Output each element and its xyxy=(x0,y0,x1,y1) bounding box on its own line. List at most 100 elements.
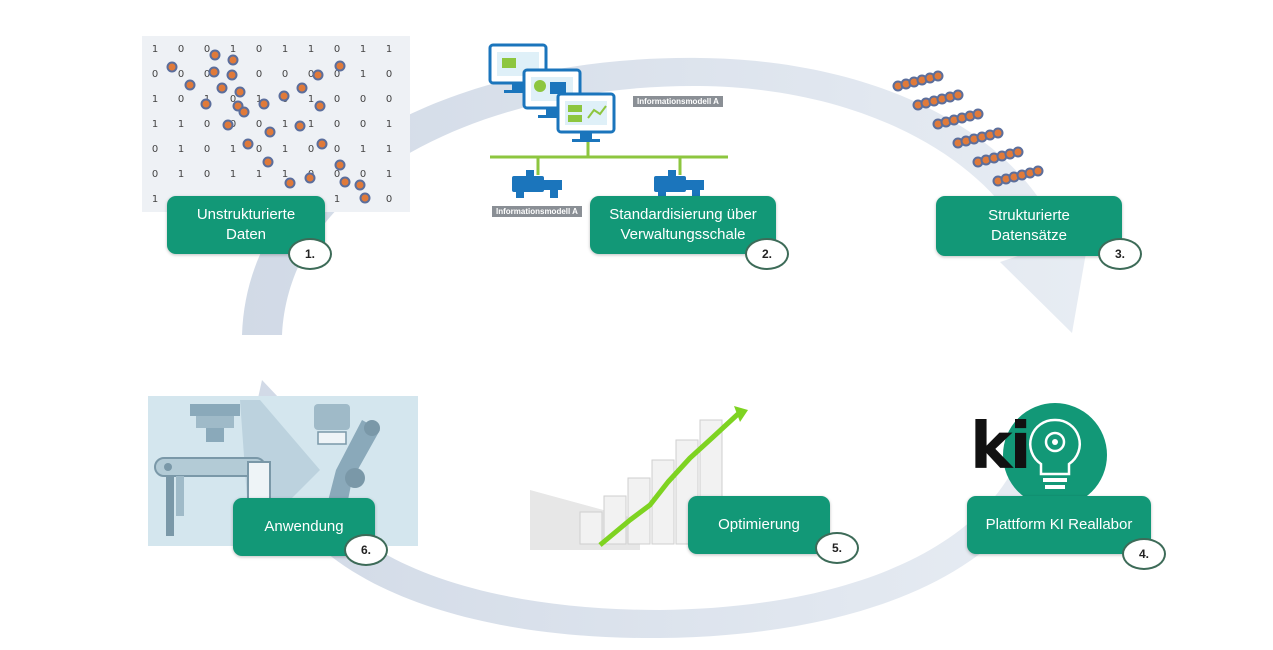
step-label: Strukturierte Datensätze xyxy=(988,207,1070,244)
binary-digit: 1 xyxy=(308,44,314,55)
step-number-badge: 5. xyxy=(815,532,859,564)
data-dot xyxy=(354,179,366,191)
binary-digit: 0 xyxy=(230,94,236,105)
data-dot xyxy=(222,119,234,131)
binary-digit: 1 xyxy=(360,44,366,55)
binary-digit: 0 xyxy=(178,44,184,55)
binary-digit: 1 xyxy=(152,119,158,130)
step-number-badge: 3. xyxy=(1098,238,1142,270)
data-dot xyxy=(339,176,351,188)
data-dot xyxy=(972,108,984,120)
data-dot xyxy=(184,79,196,91)
data-dot xyxy=(334,60,346,72)
data-dot xyxy=(216,82,228,94)
data-dot xyxy=(262,156,274,168)
binary-digit: 0 xyxy=(282,69,288,80)
binary-digit: 0 xyxy=(152,69,158,80)
data-dot xyxy=(227,54,239,66)
data-dot xyxy=(209,49,221,61)
step-number-badge: 2. xyxy=(745,238,789,270)
binary-digit: 0 xyxy=(334,169,340,180)
data-dot xyxy=(294,120,306,132)
data-dot xyxy=(226,69,238,81)
binary-digit: 1 xyxy=(386,44,392,55)
binary-digit: 0 xyxy=(204,144,210,155)
binary-digit: 0 xyxy=(334,44,340,55)
binary-digit: 0 xyxy=(334,69,340,80)
binary-digit: 0 xyxy=(204,44,210,55)
step-number-badge: 1. xyxy=(288,238,332,270)
data-dot xyxy=(1012,146,1024,158)
network-lines xyxy=(490,142,728,175)
step-label: Standardisierung über Verwaltungsschale xyxy=(609,206,757,243)
data-dot xyxy=(234,86,246,98)
data-dot xyxy=(992,127,1004,139)
binary-digit: 1 xyxy=(178,169,184,180)
top-cycle-arrow xyxy=(242,57,1090,335)
binary-digit: 0 xyxy=(152,144,158,155)
binary-digit: 0 xyxy=(386,69,392,80)
binary-digit: 0 xyxy=(386,94,392,105)
binary-digit: 0 xyxy=(178,94,184,105)
binary-digit: 0 xyxy=(308,144,314,155)
binary-digit: 1 xyxy=(178,144,184,155)
data-dots-structured xyxy=(892,70,1044,187)
step-number-badge: 4. xyxy=(1122,538,1166,570)
step-label: Plattform KI Reallabor xyxy=(985,516,1133,533)
binary-digit: 0 xyxy=(334,119,340,130)
data-dot xyxy=(284,177,296,189)
binary-digit: 1 xyxy=(230,144,236,155)
data-dot xyxy=(1032,165,1044,177)
binary-digit: 1 xyxy=(282,144,288,155)
lightbulb-gear-icon xyxy=(1003,403,1107,507)
data-dot xyxy=(314,100,326,112)
binary-digit: 1 xyxy=(334,194,340,205)
binary-digit: 1 xyxy=(360,69,366,80)
binary-digit: 1 xyxy=(308,94,314,105)
binary-digit: 0 xyxy=(256,119,262,130)
binary-digit: 0 xyxy=(334,94,340,105)
step-number-badge: 6. xyxy=(344,534,388,566)
data-dot xyxy=(166,61,178,73)
binary-digit: 1 xyxy=(152,44,158,55)
data-dot xyxy=(932,70,944,82)
step-box-optimierung: Optimierung xyxy=(688,496,830,554)
info-model-label: Informationsmodell A xyxy=(492,206,582,217)
binary-digit: 1 xyxy=(308,119,314,130)
binary-digit: 0 xyxy=(360,94,366,105)
binary-digit: 1 xyxy=(360,144,366,155)
step-box-plattform-ki-reallabor: Plattform KI Reallabor xyxy=(967,496,1151,554)
binary-digit: 0 xyxy=(204,169,210,180)
binary-digit: 1 xyxy=(386,119,392,130)
binary-digit: 0 xyxy=(204,69,210,80)
data-dot xyxy=(208,66,220,78)
step-label: Anwendung xyxy=(264,518,344,535)
binary-digit: 1 xyxy=(256,169,262,180)
binary-digit: 1 xyxy=(178,119,184,130)
binary-digit: 1 xyxy=(386,144,392,155)
binary-digit: 1 xyxy=(282,119,288,130)
binary-digit: 1 xyxy=(256,94,262,105)
data-dot xyxy=(242,138,254,150)
binary-digit: 0 xyxy=(256,69,262,80)
data-dot xyxy=(296,82,308,94)
binary-digit: 1 xyxy=(386,169,392,180)
binary-digit: 0 xyxy=(360,169,366,180)
binary-grid-background xyxy=(142,36,410,212)
data-dot xyxy=(952,89,964,101)
binary-digit: 0 xyxy=(256,144,262,155)
ki-logo: ki xyxy=(970,410,1031,484)
data-dot xyxy=(312,69,324,81)
binary-digit: 0 xyxy=(360,119,366,130)
step-box-anwendung: Anwendung xyxy=(233,498,375,556)
binary-digit: 0 xyxy=(152,169,158,180)
step-label: Unstrukturierte Daten xyxy=(196,206,296,243)
binary-digit: 1 xyxy=(152,94,158,105)
binary-digit: 0 xyxy=(308,69,314,80)
binary-digit: 0 xyxy=(178,69,184,80)
data-dot xyxy=(238,106,250,118)
machine-icon xyxy=(512,170,562,198)
binary-digit: 1 xyxy=(152,194,158,205)
binary-digit: 0 xyxy=(386,194,392,205)
